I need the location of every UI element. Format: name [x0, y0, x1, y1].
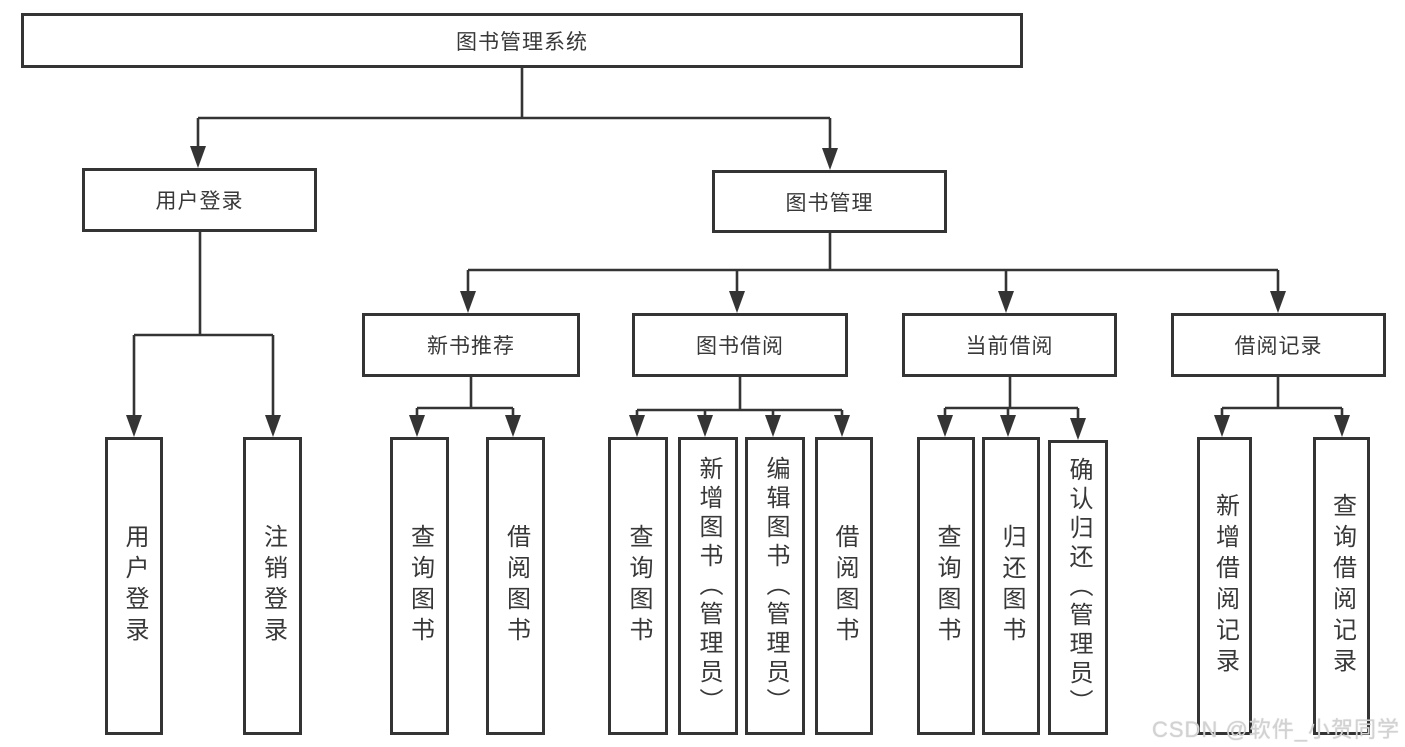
node-borrowing-records: 借阅记录 [1171, 313, 1386, 377]
node-library-management-system: 图书管理系统 [21, 13, 1023, 68]
csdn-watermark: CSDN @软件_小贺同学 [1152, 717, 1401, 742]
node-label: 用户登录 [121, 524, 148, 648]
node-label: 确认归还（管理员） [1065, 457, 1092, 718]
node-book-management: 图书管理 [712, 170, 947, 233]
node-label: 查询借阅记录 [1328, 493, 1356, 679]
node-user-login-leaf: 用户登录 [105, 437, 163, 735]
arrowhead-icon [765, 415, 781, 437]
node-label: 新增借阅记录 [1211, 493, 1239, 679]
arrowhead-icon [190, 146, 206, 168]
arrowhead-icon [1270, 291, 1286, 313]
node-logout: 注销登录 [243, 437, 302, 735]
arrowhead-icon [697, 415, 713, 437]
node-query-borrow-record: 查询借阅记录 [1313, 437, 1370, 735]
node-book-borrowing: 图书借阅 [632, 313, 848, 377]
arrowhead-icon [998, 291, 1014, 313]
arrowhead-icon [1000, 415, 1016, 437]
node-query-books-1: 查询图书 [390, 437, 449, 735]
node-user-login: 用户登录 [82, 168, 317, 232]
node-label: 用户登录 [155, 190, 244, 213]
arrowhead-icon [834, 415, 850, 437]
node-new-book-recommendation: 新书推荐 [362, 313, 580, 377]
arrowheads [126, 146, 1350, 440]
node-query-books-3: 查询图书 [917, 437, 975, 735]
node-label: 借阅记录 [1234, 335, 1323, 358]
node-label: 新增图书（管理员） [695, 455, 722, 717]
node-edit-books-admin: 编辑图书（管理员） [745, 437, 805, 735]
node-label: 图书管理 [785, 191, 874, 215]
node-add-borrow-record: 新增借阅记录 [1197, 437, 1252, 735]
node-label: 查询图书 [625, 524, 652, 648]
node-label: 图书管理系统 [456, 30, 588, 54]
arrowhead-icon [126, 415, 142, 437]
arrowhead-icon [629, 415, 645, 437]
node-confirm-return-admin: 确认归还（管理员） [1048, 440, 1108, 735]
arrowhead-icon [409, 415, 425, 437]
node-label: 图书借阅 [696, 335, 784, 358]
node-return-books: 归还图书 [982, 437, 1040, 735]
arrowhead-icon [937, 415, 953, 437]
arrowhead-icon [505, 415, 521, 437]
node-label: 归还图书 [998, 524, 1025, 648]
node-label: 查询图书 [933, 524, 960, 648]
arrowhead-icon [1334, 415, 1350, 437]
arrowhead-icon [265, 415, 281, 437]
node-label: 新书推荐 [427, 335, 515, 358]
arrowhead-icon [1070, 418, 1086, 440]
arrowhead-icon [822, 148, 838, 170]
node-label: 借阅图书 [831, 524, 858, 648]
node-borrow-books-1: 借阅图书 [486, 437, 545, 735]
node-borrow-books-2: 借阅图书 [815, 437, 873, 735]
node-label: 编辑图书（管理员） [762, 455, 789, 717]
node-label: 借阅图书 [502, 524, 530, 648]
node-current-borrowing: 当前借阅 [902, 313, 1117, 377]
node-label: 注销登录 [259, 524, 287, 648]
node-label: 查询图书 [406, 524, 434, 648]
node-add-books-admin: 新增图书（管理员） [678, 437, 738, 735]
arrowhead-icon [1214, 415, 1230, 437]
node-query-books-2: 查询图书 [608, 437, 668, 735]
arrowhead-icon [460, 291, 476, 313]
arrowhead-icon [729, 291, 745, 313]
node-label: 当前借阅 [965, 335, 1054, 358]
